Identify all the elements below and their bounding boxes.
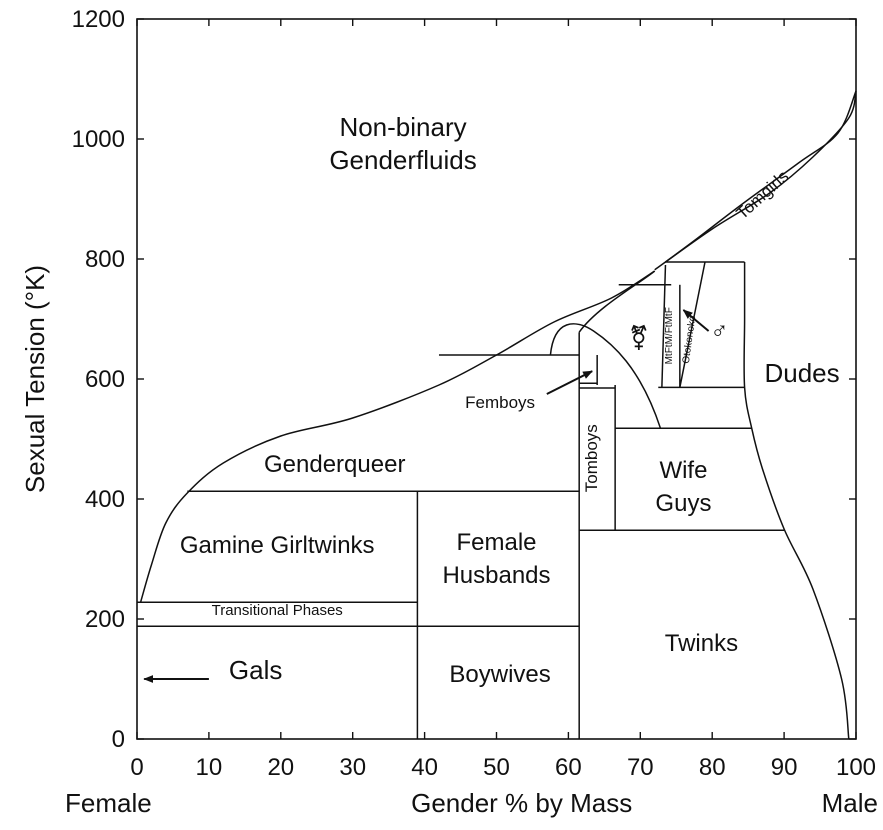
x-tick-label: 100	[836, 754, 876, 781]
region-label-line: Gamine Girltwinks	[180, 532, 375, 559]
lens-upper-curve	[578, 270, 656, 333]
y-tick-label: 800	[85, 246, 125, 273]
x-tick-label: 70	[627, 754, 654, 781]
x-axis-title: Gender % by Mass	[411, 788, 632, 818]
region-label: Genderqueer	[264, 451, 405, 478]
region-label: Boywives	[449, 661, 550, 688]
region-label-rotated: MtFtM/FtMtF	[664, 307, 675, 364]
x-tick-label: 30	[339, 754, 366, 781]
region-label-line: Wife	[659, 457, 707, 484]
gender-symbol-icon: ♂	[710, 317, 728, 344]
x-tick-label: 0	[130, 754, 143, 781]
region-label-line: Transitional Phases	[212, 602, 343, 619]
y-tick-label: 200	[85, 606, 125, 633]
lens-curve	[549, 323, 662, 429]
plot-frame	[136, 18, 857, 740]
y-tick-label: 0	[112, 726, 125, 753]
region-label-line: Genderqueer	[264, 451, 405, 478]
liquidus-right-curve	[654, 90, 857, 271]
y-tick-label: 1000	[72, 126, 125, 153]
y-tick-label: 400	[85, 486, 125, 513]
region-label: Femboys	[465, 393, 535, 412]
phase-boundary-line	[679, 261, 706, 388]
region-label-line: Female	[456, 529, 536, 556]
y-tick-label: 600	[85, 366, 125, 393]
gender-symbol-icon: ⚧	[629, 324, 649, 352]
y-axis-title: Sexual Tension (°K)	[20, 265, 50, 493]
x-tick-label: 80	[699, 754, 726, 781]
region-label-line: Femboys	[465, 393, 535, 412]
solvus-right-curve	[743, 262, 850, 740]
region-label-line: Guys	[655, 490, 711, 517]
region-label-line: Non-binary	[339, 112, 466, 142]
x-tick-label: 40	[411, 754, 438, 781]
phase-boundary-line	[661, 264, 667, 388]
tomgirls-lower-curve	[665, 90, 857, 263]
region-label-rotated: Tomboys	[582, 424, 601, 492]
x-axis-right-label: Male	[822, 788, 878, 818]
region-label-line: Genderfluids	[329, 145, 476, 175]
region-label-line: Twinks	[665, 630, 738, 657]
x-tick-label: 50	[483, 754, 510, 781]
y-tick-label: 1200	[72, 6, 125, 33]
arrow-icon	[682, 309, 710, 332]
region-label: Twinks	[665, 630, 738, 657]
region-label: Dudes	[764, 358, 839, 388]
x-tick-label: 20	[267, 754, 294, 781]
x-tick-label: 60	[555, 754, 582, 781]
region-label: Transitional Phases	[212, 602, 343, 619]
x-tick-label: 10	[196, 754, 223, 781]
region-label-line: Husbands	[442, 562, 550, 589]
x-axis-left-label: Female	[65, 788, 152, 818]
region-label-rotated: Tomgirls	[733, 167, 793, 223]
plot-border	[136, 18, 857, 740]
region-label: Gals	[229, 655, 282, 685]
arrow-icon	[546, 370, 594, 395]
phase-boundaries	[137, 90, 857, 740]
x-tick-label: 90	[771, 754, 798, 781]
region-label-line: Boywives	[449, 661, 550, 688]
region-label-line: Gals	[229, 655, 282, 685]
region-label: Gamine Girltwinks	[180, 532, 375, 559]
region-label-rotated: Otokonoko	[681, 315, 699, 365]
region-label-line: Dudes	[764, 358, 839, 388]
liquidus-left-curve	[139, 270, 656, 603]
